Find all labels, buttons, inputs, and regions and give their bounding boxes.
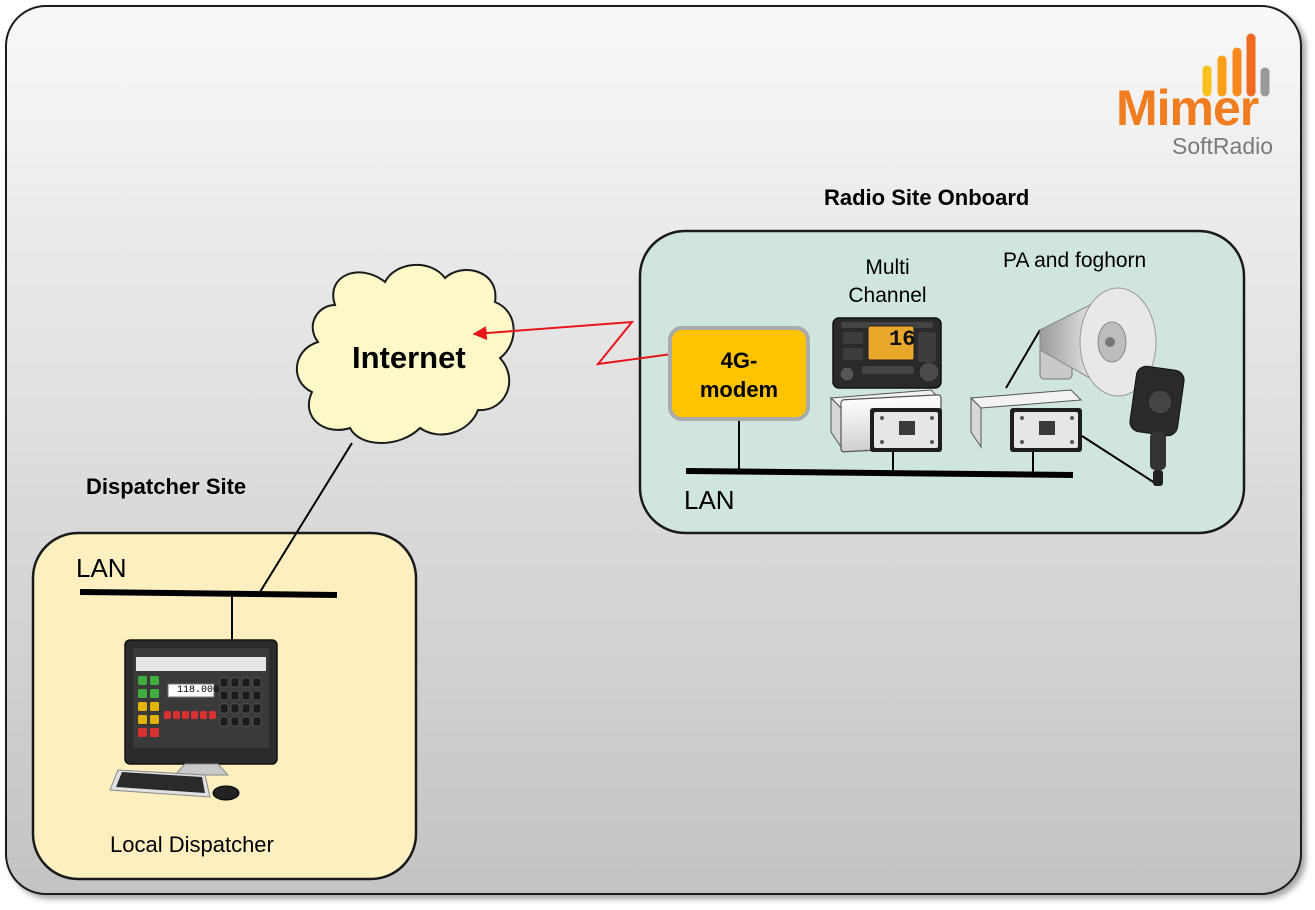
screen-key: [138, 715, 147, 724]
screen-keypad-key: [241, 716, 251, 727]
screen-key: [138, 728, 147, 737]
wireless-link: [472, 320, 696, 366]
screen-keypad-key: [252, 703, 262, 714]
screen-key: [138, 702, 147, 711]
screen-red-key: [173, 711, 180, 719]
4g-modem: [668, 326, 810, 421]
multi-channel-label: Multi Channel: [848, 256, 927, 307]
computer-icon: [109, 639, 278, 801]
modem-label: 4G- modem: [699, 348, 779, 402]
screen-key: [138, 676, 147, 685]
screen-keypad-key: [219, 716, 229, 727]
screen-red-key: [164, 711, 171, 719]
mimer-logo: [1202, 33, 1270, 97]
screen-key: [150, 702, 159, 711]
screen-red-key: [182, 711, 189, 719]
logo-bars-icon: [1202, 33, 1270, 97]
screen-keypad-key: [252, 677, 262, 688]
screen-red-key: [191, 711, 198, 719]
screen-key: [150, 715, 159, 724]
screen-keypad-key: [219, 690, 229, 701]
screen-frequency: 118.000: [177, 685, 220, 696]
radio-gateway-icon: [829, 389, 943, 453]
screen-key: [138, 689, 147, 698]
screen-keypad-key: [241, 677, 251, 688]
screen-keypad-key: [230, 690, 240, 701]
dispatcher-lan-bus: [79, 589, 338, 598]
screen-keypad-key: [252, 690, 262, 701]
screen-key: [150, 689, 159, 698]
screen-key: [150, 676, 159, 685]
internet-label: Internet: [352, 340, 466, 375]
microphone-icon: [1129, 365, 1185, 486]
screen-keypad-key: [241, 703, 251, 714]
radio-site-title: Radio Site Onboard: [824, 185, 1030, 210]
microphone-cable: [1081, 435, 1159, 486]
internet-cloud: [296, 264, 515, 444]
horn-speaker-icon: [1039, 287, 1157, 397]
pa-foghorn-label: PA and foghorn: [1003, 249, 1147, 272]
dispatcher-lan-label: LAN: [76, 553, 127, 583]
local-dispatcher-label: Local Dispatcher: [110, 832, 274, 857]
speaker-cable: [1005, 329, 1041, 389]
radio-lan-bus: [685, 468, 1074, 478]
screen-keypad-key: [230, 716, 240, 727]
internet-link-line: [259, 442, 353, 593]
radio-display-readout: 16: [889, 327, 916, 352]
radio-lan-label: LAN: [684, 485, 735, 515]
screen-keypad-key: [230, 703, 240, 714]
screen-keypad-key: [219, 677, 229, 688]
screen-red-key: [200, 711, 207, 719]
pa-gateway-icon: [969, 389, 1083, 452]
dispatcher-site-title: Dispatcher Site: [86, 474, 247, 499]
logo-brand: Mimer: [1116, 80, 1259, 136]
marine-radio-icon: [832, 317, 942, 389]
screen-key: [150, 728, 159, 737]
logo-sub: SoftRadio: [1172, 133, 1274, 159]
screen-red-key: [209, 711, 216, 719]
screen-keypad-key: [241, 690, 251, 701]
screen-keypad-key: [219, 703, 229, 714]
screen-keypad-key: [230, 677, 240, 688]
screen-keypad-key: [252, 716, 262, 727]
